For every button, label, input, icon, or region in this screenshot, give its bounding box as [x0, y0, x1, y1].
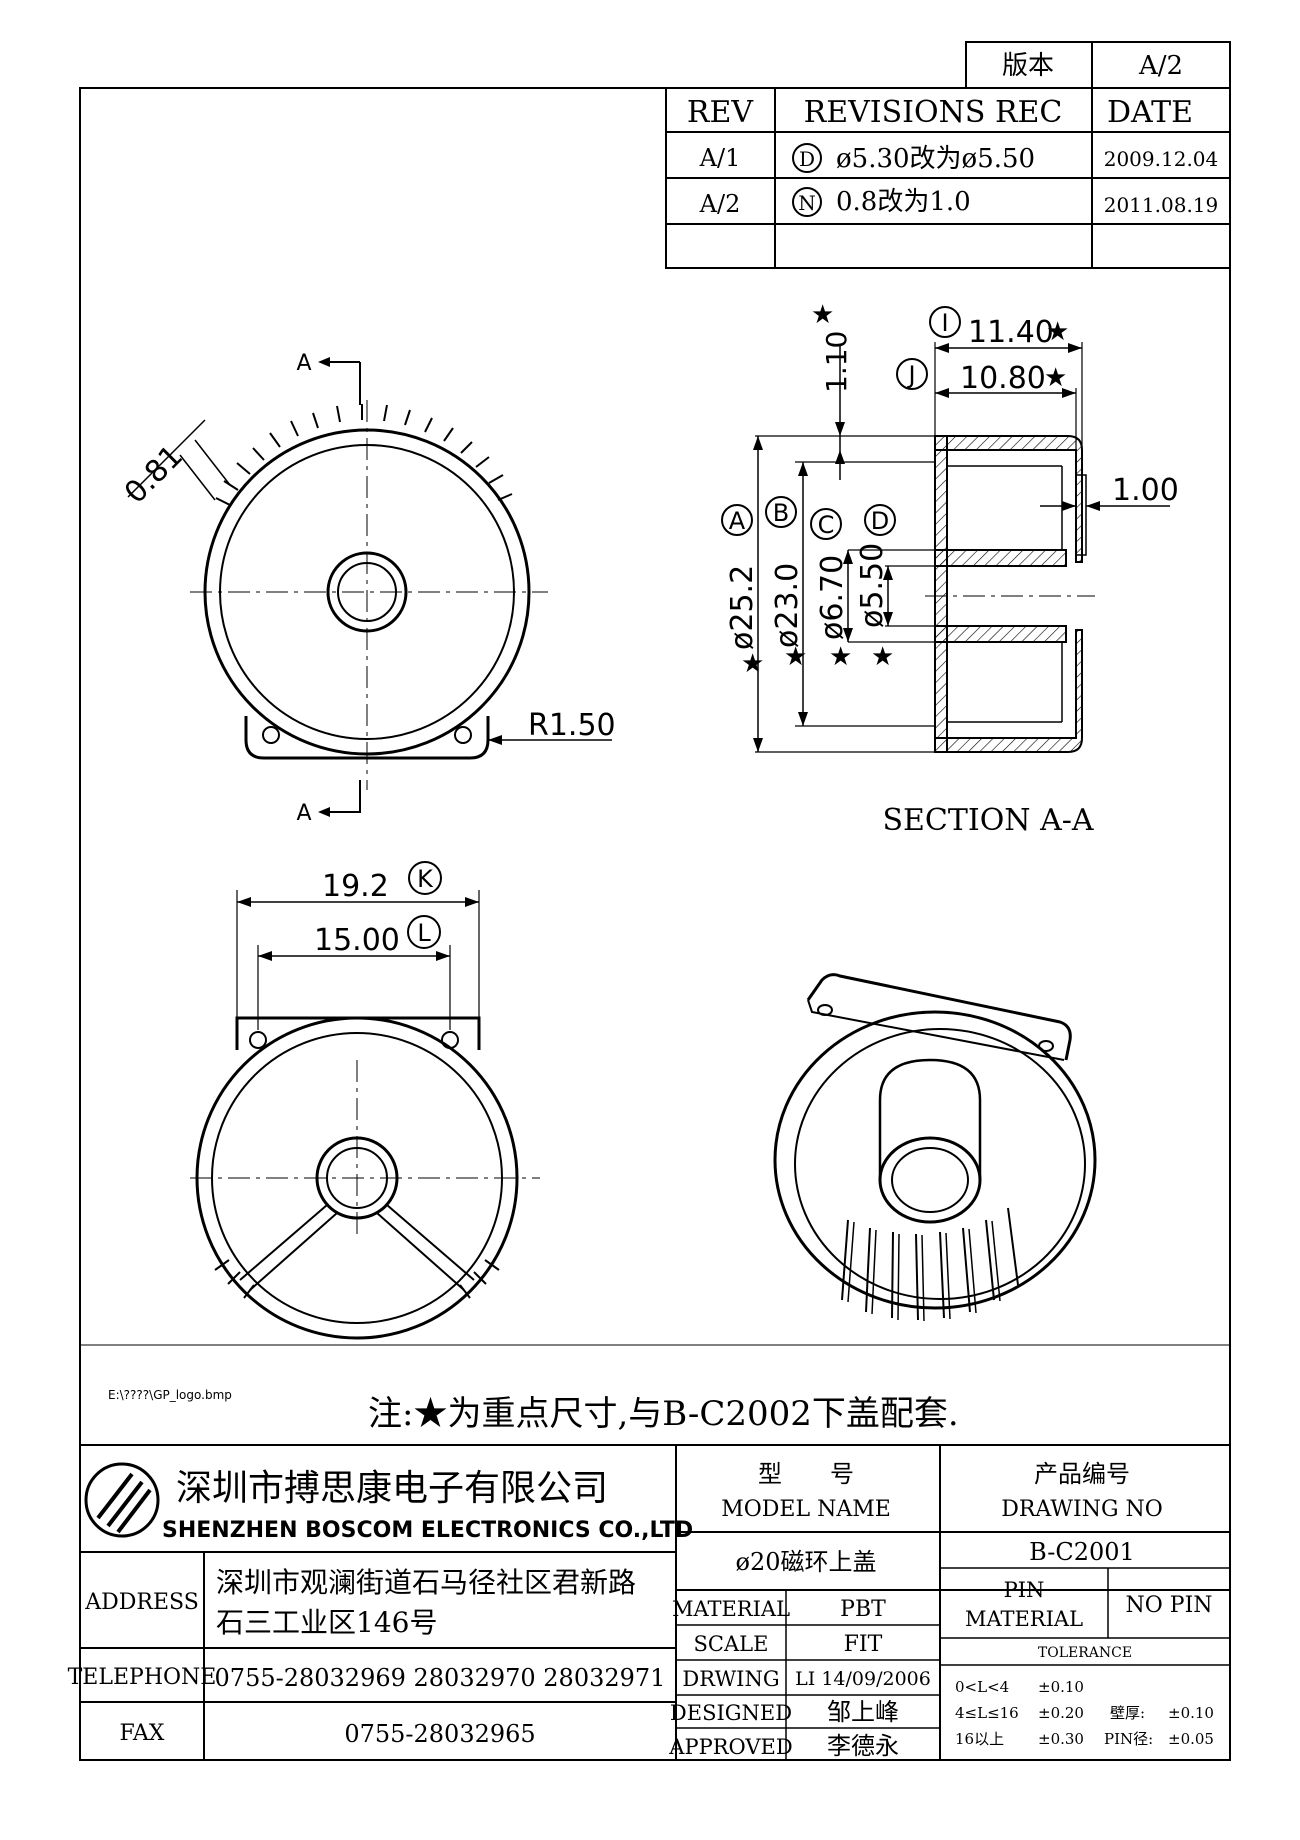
approved-label: APPROVED [668, 1735, 792, 1759]
marker-a: A [729, 507, 746, 535]
pin-material-label: MATERIAL [965, 1607, 1083, 1631]
tolerance-extra-label-2: 壁厚: [1110, 1704, 1145, 1722]
scale-value: FIT [844, 1632, 883, 1657]
drawing-frame [79, 87, 1231, 1761]
rev-row-2-text: 0.8改为1.0 [836, 187, 971, 217]
marker-b: B [773, 499, 789, 527]
star-icon: ★ [741, 649, 764, 679]
drawing-number: B-C2001 [1029, 1538, 1135, 1566]
material-label: MATERIAL [672, 1597, 790, 1621]
file-path: E:\????\GP_logo.bmp [108, 1388, 232, 1402]
marker-d: D [871, 507, 889, 535]
note-text: 注:★为重点尺寸,与B-C2002下盖配套. [368, 1394, 959, 1434]
rev-row-2-mark: N [798, 191, 816, 215]
tolerance-value-2: ±0.20 [1038, 1704, 1084, 1722]
revision-block: 版本 A/2 REV REVISIONS REC DATE A/1 D ø5.3… [665, 41, 1231, 269]
address-line-2: 石三工业区146号 [216, 1606, 437, 1639]
tolerance-range-2: 4≤L≤16 [955, 1704, 1019, 1722]
dim-252: ø25.2 [725, 565, 760, 650]
marker-j: J [906, 361, 915, 389]
dim-110: 1.10 [820, 331, 853, 393]
isometric-view [773, 973, 1097, 1322]
designed-value: 邹上峰 [827, 1698, 899, 1726]
company-name-cn: 深圳市搏思康电子有限公司 [176, 1468, 608, 1509]
front-view: A A 0.81 R1.50 [118, 351, 616, 826]
tolerance-range-1: 0<L<4 [955, 1678, 1009, 1696]
section-arrow-label-bottom: A [296, 801, 311, 826]
title-block [80, 1445, 1230, 1760]
star-icon: ★ [829, 642, 852, 672]
address-label: ADDRESS [84, 1590, 199, 1615]
dim-550: ø5.50 [855, 543, 890, 628]
revision-mark-circle [792, 143, 822, 173]
material-value: PBT [840, 1597, 886, 1622]
rev-header: REV [687, 95, 754, 130]
drawing-label-cn: 产品编号 [1034, 1460, 1130, 1488]
section-view: ø25.2 ø23.0 ø6.70 ø5.50 ★ ★ ★ ★ ★ A B C … [721, 300, 1179, 753]
star-icon: ★ [1046, 317, 1069, 347]
tolerance-value-3: ±0.30 [1038, 1730, 1084, 1748]
rev-row-1-text: ø5.30改为ø5.50 [836, 144, 1035, 174]
dim-1500: 15.00 [314, 923, 400, 958]
star-icon: ★ [871, 642, 894, 672]
star-icon: ★ [784, 642, 807, 672]
dim-100: 1.00 [1112, 473, 1179, 508]
drwing-label: DRWING [682, 1667, 779, 1691]
telephone-label: TELEPHONE [68, 1665, 217, 1690]
tolerance-range-3: 16以上 [955, 1730, 1004, 1748]
company-name-en: SHENZHEN BOSCOM ELECTRONICS CO.,LTD [162, 1518, 693, 1543]
fax-label: FAX [120, 1721, 165, 1746]
marker-c: C [818, 511, 835, 539]
dim-1140: 11.40 [968, 315, 1054, 350]
dim-1080: 10.80 [960, 361, 1046, 396]
dim-r150: R1.50 [528, 708, 616, 743]
date-header: DATE [1107, 95, 1193, 130]
pin-label: PIN [1004, 1578, 1045, 1602]
tolerance-extra-value-3: ±0.05 [1168, 1730, 1214, 1748]
pin-material-value: NO PIN [1125, 1593, 1212, 1618]
tolerance-extra-value-2: ±0.10 [1168, 1704, 1214, 1722]
designed-label: DESIGNED [670, 1701, 792, 1725]
bottom-view: 19.2 K 15.00 L [190, 861, 540, 1340]
address-line-1: 深圳市观澜街道石马径社区君新路 [216, 1566, 636, 1599]
marker-l: L [417, 919, 431, 947]
company-logo [84, 1462, 160, 1538]
approved-value: 李德永 [827, 1732, 899, 1760]
model-value: ø20磁环上盖 [736, 1548, 877, 1576]
tolerance-title: TOLERANCE [1038, 1645, 1132, 1661]
version-label: 版本 [1002, 51, 1054, 81]
version-value: A/2 [1138, 51, 1183, 81]
model-label-cn: 型 号 [758, 1460, 854, 1488]
section-arrow-label-top: A [296, 351, 311, 376]
rev-row-1-mark: D [799, 147, 815, 171]
drwing-value: LI 14/09/2006 [795, 1668, 931, 1690]
revision-mark-circle [792, 187, 822, 217]
fax-value: 0755-28032965 [344, 1720, 535, 1748]
model-label-en: MODEL NAME [721, 1497, 891, 1522]
dim-192: 19.2 [322, 869, 389, 904]
dim-670: ø6.70 [815, 555, 850, 640]
dim-081: 0.81 [118, 439, 190, 511]
marker-i: I [941, 309, 948, 337]
tolerance-extra-label-3: PIN径: [1104, 1730, 1153, 1748]
rev-row-2-date: 2011.08.19 [1104, 193, 1219, 217]
dim-230: ø23.0 [770, 563, 805, 648]
telephone-value: 0755-28032969 28032970 28032971 [215, 1664, 666, 1692]
drawing-label-en: DRAWING NO [1001, 1497, 1163, 1522]
rev-row-1-rev: A/1 [699, 144, 741, 172]
rev-row-1-date: 2009.12.04 [1104, 147, 1219, 171]
rev-row-2-rev: A/2 [699, 190, 741, 218]
scale-label: SCALE [694, 1632, 769, 1656]
marker-k: K [417, 865, 434, 893]
rec-header: REVISIONS REC [804, 95, 1063, 130]
section-label: SECTION A-A [882, 803, 1093, 838]
star-icon: ★ [1044, 363, 1067, 393]
star-icon: ★ [811, 300, 834, 330]
tolerance-value-1: ±0.10 [1038, 1678, 1084, 1696]
